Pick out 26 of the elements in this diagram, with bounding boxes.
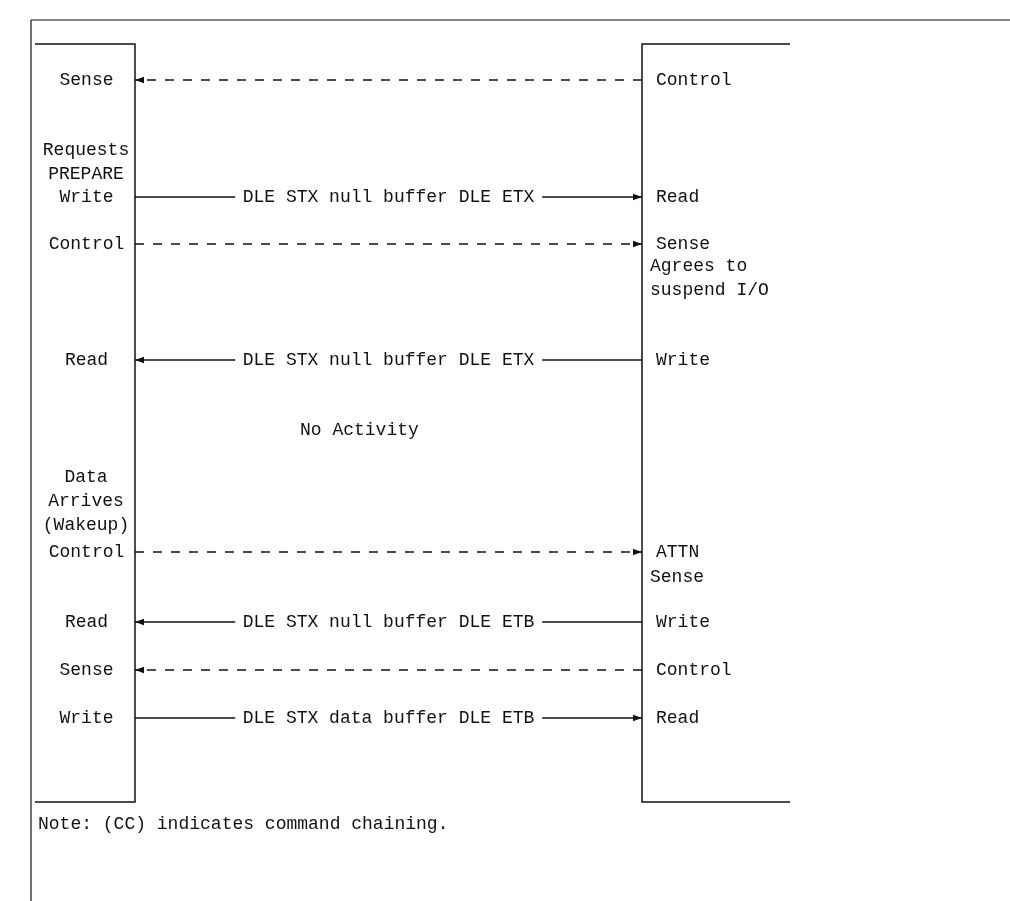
- annotation-text: No Activity: [300, 419, 420, 442]
- annotation-text: Data Arrives (Wakeup): [41, 466, 131, 537]
- message-endpoint-label: Read: [642, 184, 792, 210]
- annotation-text: Agrees to suspend I/O: [650, 255, 770, 302]
- arrow: [134, 666, 643, 674]
- arrow: [134, 76, 643, 84]
- message-endpoint-label: Write: [38, 184, 135, 210]
- message-endpoint-label: Write: [642, 609, 792, 635]
- annotation-text: Sense: [650, 566, 705, 589]
- arrow: [134, 548, 643, 556]
- annotation-text: Requests PREPARE: [41, 139, 131, 186]
- message-endpoint-label: Sense: [38, 67, 135, 93]
- message-endpoint-label: Sense: [38, 657, 135, 683]
- message-endpoint-label: Read: [642, 705, 792, 731]
- message-endpoint-label: Control: [642, 67, 792, 93]
- message-endpoint-label: ATTN: [642, 539, 792, 565]
- message-endpoint-label: Control: [642, 657, 792, 683]
- message-endpoint-label: Read: [38, 347, 135, 373]
- message-endpoint-label: Control: [38, 539, 135, 565]
- message-endpoint-label: Read: [38, 609, 135, 635]
- arrow: [134, 240, 643, 248]
- message-endpoint-label: Write: [642, 347, 792, 373]
- message-endpoint-label: Write: [38, 705, 135, 731]
- message-endpoint-label: Sense: [642, 231, 792, 257]
- message-endpoint-label: Control: [38, 231, 135, 257]
- note-text: Note: (CC) indicates command chaining.: [38, 813, 450, 836]
